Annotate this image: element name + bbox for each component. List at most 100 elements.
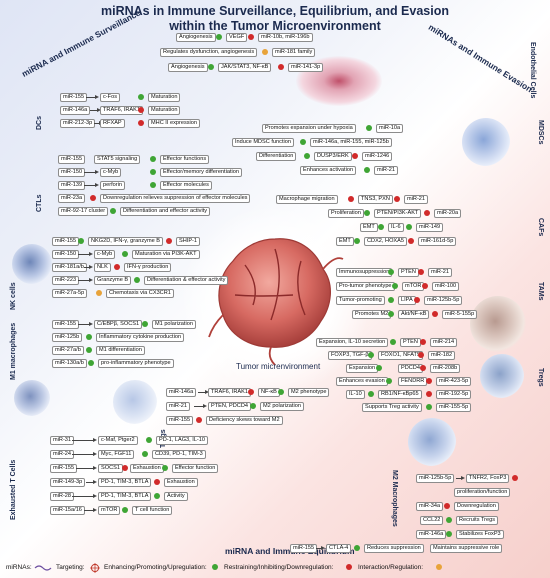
arrow-line xyxy=(84,265,93,270)
arrow-line xyxy=(316,546,325,551)
exh-row-3-mirna: miR-149-3p xyxy=(50,478,86,487)
dc-row-1-target: TRAF6, IRAK1 xyxy=(100,106,143,115)
enhance-icon xyxy=(78,237,84,244)
m1-row-3-mirna: miR-130a/b xyxy=(52,359,87,368)
tam-row-0-target: PTEN xyxy=(398,268,419,277)
m2-row-1-target: Downregulation xyxy=(454,502,499,511)
inhibit-icon xyxy=(418,351,424,358)
inhibit-icon xyxy=(422,282,428,289)
treg-right-row-1-mirna: miR-182 xyxy=(428,351,456,360)
m2-row-1-mirna: miR-34a xyxy=(416,502,444,511)
dc-row-1-mirna: miR-146a xyxy=(60,106,91,115)
m2-row-3-mirna: miR-155 xyxy=(290,544,318,553)
label-cafs: CAFs xyxy=(537,218,544,237)
enhance-icon xyxy=(146,436,152,443)
treg-right-row-3-target: FENDRR xyxy=(398,377,428,386)
enhance-icon xyxy=(122,250,128,257)
inhibit-icon xyxy=(166,237,172,244)
inhibit-icon xyxy=(348,195,354,202)
enhance-icon xyxy=(150,168,156,175)
treg-right-row-3-effect: Enhances evasion xyxy=(336,377,388,386)
mdsc-row-0-mirna: miR-10a xyxy=(376,124,404,133)
treg-right-row-5-effect: Supports Treg activity xyxy=(362,403,422,412)
caf-row-2-target: IL-6 xyxy=(388,223,404,232)
endo-row-0-effect: Angiogenesis xyxy=(176,33,216,42)
treg-right-row-0-mirna: miR-214 xyxy=(430,338,458,347)
enhance-icon xyxy=(354,544,360,551)
endo-row-1-effect: Regulates dysfunction, angiogenesis xyxy=(160,48,258,57)
nk-row-3-target: Granzyme B xyxy=(94,276,132,285)
enhance-icon xyxy=(86,333,92,340)
caf-row-0-target: TNS3, PXN xyxy=(358,195,393,204)
treg-right-row-2-effect: Expansion xyxy=(346,364,379,373)
enhance-icon xyxy=(154,492,160,499)
enhance-icon xyxy=(366,124,372,131)
inhibit-icon xyxy=(248,33,254,40)
arrow-line xyxy=(84,170,99,175)
inhibit-icon xyxy=(408,237,414,244)
enhance-icon xyxy=(122,506,128,513)
arrow-line xyxy=(72,452,97,457)
label-endo: Endothelial Cells xyxy=(529,42,536,99)
inhibit-icon xyxy=(122,464,128,471)
m1-row-0-outcome: M1 polarization xyxy=(152,320,196,329)
dc-row-1-outcome: Maturation xyxy=(148,106,181,115)
enhance-icon xyxy=(142,320,148,327)
treg-right-row-1-target: FOXO1, NFAT5 xyxy=(378,351,424,360)
treg-right-row-5-mirna: miR-155-5p xyxy=(436,403,472,412)
m1-row-2-outcome: M1 differentiation xyxy=(96,346,145,355)
enhance-icon xyxy=(278,388,284,395)
ctl-row-1-target: c-Myb xyxy=(100,168,122,177)
nk-row-0-target: NKG2D, IFN-γ, granzyme B xyxy=(88,237,164,246)
label-dcs: DCs xyxy=(36,115,43,130)
inhibit-icon xyxy=(420,364,426,371)
tam-row-1-effect: Pro-tumor phenotype xyxy=(336,282,395,291)
enhance-icon xyxy=(368,390,374,397)
exh-row-1-target: Myc, FGF11 xyxy=(98,450,135,459)
treg-mid-row-2-mirna: miR-155 xyxy=(166,416,194,425)
m2-row-2-outcome: Maintains suppressive role xyxy=(430,544,503,553)
treg-right-cell-image xyxy=(480,354,524,398)
m1-row-1-mirna: miR-125b xyxy=(52,333,83,342)
tam-cell-image xyxy=(470,296,526,352)
ctl-row-0-target: STAT5 signaling xyxy=(94,155,141,164)
inhibit-icon xyxy=(138,119,144,126)
m2-row-2-target: Stabilizes FoxP3 xyxy=(456,530,504,539)
inhibit-icon xyxy=(196,416,202,423)
label-m2: M2 Macrophages xyxy=(391,470,398,527)
exh-row-5-mirna: miR-15a/16 xyxy=(50,506,85,515)
enhance-icon xyxy=(354,237,360,244)
nk-row-3-outcome: Differentiation & effector activity xyxy=(144,276,229,285)
mdsc-row-0-effect: Promotes expansion under hypoxia xyxy=(262,124,356,133)
m1-row-1-outcome: Inflammatory cytokine production xyxy=(96,333,185,342)
enhance-icon xyxy=(368,351,374,358)
enhance-icon xyxy=(138,93,144,100)
ctl-row-4-mirna: miR-92-17 cluster xyxy=(58,207,109,216)
tumor-icon xyxy=(208,238,344,365)
treg-right-row-1-effect: FOXP3, TGF-β xyxy=(328,351,372,360)
treg-right-row-0-target: PTEN xyxy=(400,338,421,347)
mdsc-row-1-effect: Induce MDSC function xyxy=(232,138,294,147)
inhibit-icon xyxy=(154,478,160,485)
enhance-icon xyxy=(388,310,394,317)
inhibit-icon xyxy=(248,388,254,395)
dc-row-2-mirna: miR-212-3p xyxy=(60,119,96,128)
enhance-icon xyxy=(364,166,370,173)
enhance-icon xyxy=(216,33,222,40)
caf-row-1-target: PTEN/PI3K-AKT xyxy=(374,209,422,218)
m2-row-1-outcome: Recruits Tregs xyxy=(456,516,499,525)
exh-row-5-outcome: T cell function xyxy=(132,506,173,515)
mirna-hairpin-icon xyxy=(34,565,52,571)
endo-row-2-effect: Angiogenesis xyxy=(168,63,208,72)
legend-targeting: Targeting: xyxy=(56,564,85,571)
mdsc-row-2-target: DUSP3/ERK xyxy=(314,152,352,161)
inhibit-icon xyxy=(424,209,430,216)
exh-row-0-mirna: miR-31 xyxy=(50,436,75,445)
inhibit-icon xyxy=(512,474,518,481)
enhance-icon xyxy=(426,403,432,410)
inhibit-icon xyxy=(114,263,120,270)
label-tregs-right: Tregs xyxy=(537,368,544,387)
exh-row-4-outcome: Activity xyxy=(164,492,188,501)
treg-mid-row-1-mirna: miR-21 xyxy=(166,402,191,411)
section-equilibrium: miRNA and Immune Equilibrium xyxy=(225,546,355,556)
